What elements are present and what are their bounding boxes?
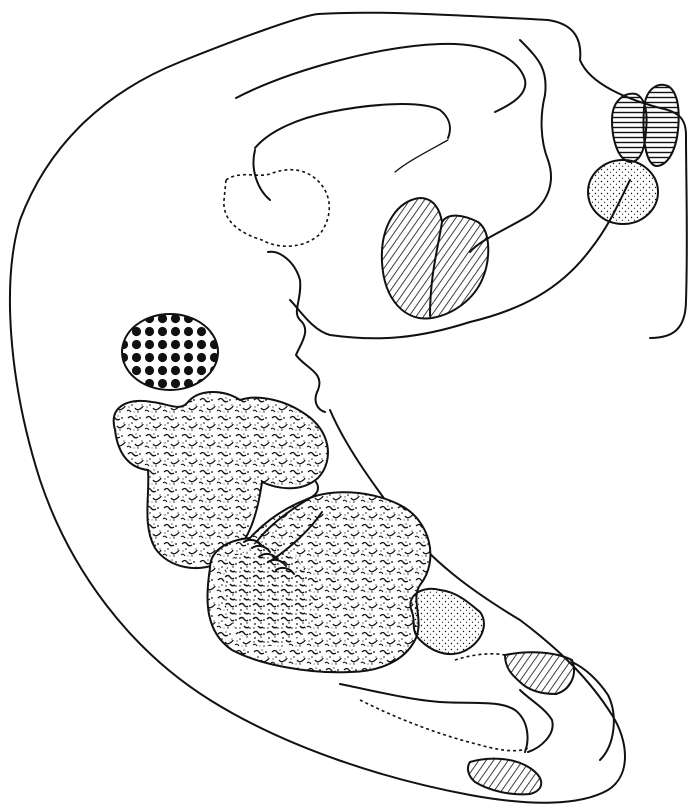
posterior-lobe xyxy=(410,589,484,654)
terminal-duct-right xyxy=(572,662,614,760)
anterior-sucker-right xyxy=(644,85,679,166)
genital-pore-lower xyxy=(468,759,541,795)
inner-canal xyxy=(268,252,325,412)
posterior-duct xyxy=(340,684,528,752)
pharynx xyxy=(588,160,658,224)
genital-pore-upper xyxy=(505,652,574,694)
posterior-duct-dashed xyxy=(360,700,528,751)
posterior-duct-dashed-2 xyxy=(455,654,505,660)
anterior-duct-5 xyxy=(470,40,551,252)
anterior-duct xyxy=(236,44,525,112)
dashed-outline xyxy=(224,170,329,247)
anterior-duct-2 xyxy=(255,104,450,148)
ovary xyxy=(122,314,218,390)
anterior-sucker-left xyxy=(612,94,647,162)
anterior-duct-4 xyxy=(395,140,448,172)
